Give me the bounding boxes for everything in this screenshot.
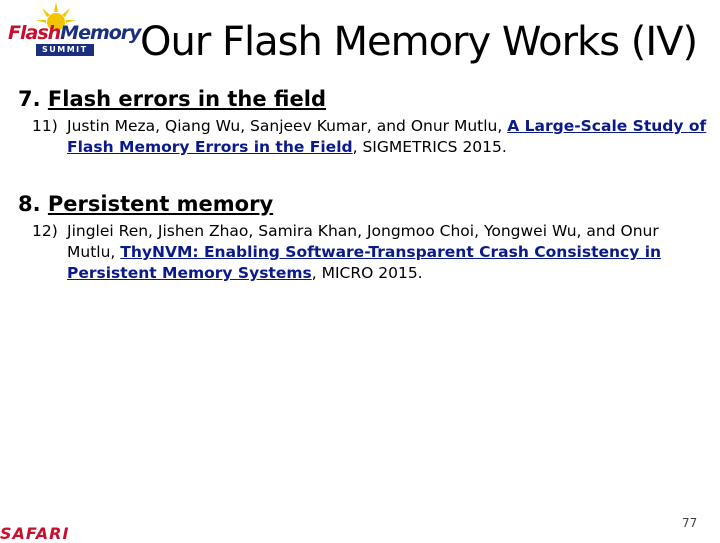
reference-venue: , MICRO 2015. bbox=[311, 264, 423, 282]
section-flash-errors: 7. Flash errors in the field 11) Justin … bbox=[18, 86, 708, 158]
reference-body: Jinglei Ren, Jishen Zhao, Samira Khan, J… bbox=[32, 221, 708, 284]
section-persistent-memory: 8. Persistent memory 12) Jinglei Ren, Ji… bbox=[18, 191, 708, 284]
reference-number: 11) bbox=[32, 117, 58, 135]
reference-authors: Justin Meza, Qiang Wu, Sanjeev Kumar, an… bbox=[67, 117, 508, 135]
section-number: 7. bbox=[18, 87, 41, 111]
section-heading: 8. Persistent memory bbox=[18, 191, 708, 217]
reference-paper-link[interactable]: A Large-Scale Study of Flash Memory Erro… bbox=[67, 117, 707, 156]
logo-wordmark: FlashMemory bbox=[8, 22, 142, 44]
reference-number: 12) bbox=[32, 222, 58, 240]
logo-summit-badge: SUMMIT bbox=[36, 44, 94, 56]
logo-flash-text: Flash bbox=[8, 22, 61, 44]
section-heading-text: Persistent memory bbox=[47, 192, 274, 216]
reference-body: Justin Meza, Qiang Wu, Sanjeev Kumar, an… bbox=[32, 116, 708, 158]
reference-authors: Jinglei Ren, Jishen Zhao, Samira Khan, J… bbox=[67, 222, 659, 261]
safari-logo-text: SAFARI bbox=[0, 524, 70, 543]
slide-number: 77 bbox=[682, 516, 698, 530]
reference-item: 11) Justin Meza, Qiang Wu, Sanjeev Kumar… bbox=[32, 116, 708, 158]
reference-paper-link[interactable]: ThyNVM: Enabling Software-Transparent Cr… bbox=[67, 243, 662, 282]
section-heading-text: Flash errors in the field bbox=[47, 87, 326, 111]
section-number: 8. bbox=[18, 192, 41, 216]
sun-burst-icon bbox=[36, 2, 76, 31]
slide-title: Our Flash Memory Works (IV) bbox=[140, 19, 698, 65]
reference-item: 12) Jinglei Ren, Jishen Zhao, Samira Kha… bbox=[32, 221, 708, 284]
reference-venue: , SIGMETRICS 2015. bbox=[352, 138, 507, 156]
logo-memory-text: Memory bbox=[60, 22, 141, 44]
flash-memory-summit-logo: FlashMemory SUMMIT bbox=[6, 2, 142, 58]
section-heading: 7. Flash errors in the field bbox=[18, 86, 708, 112]
